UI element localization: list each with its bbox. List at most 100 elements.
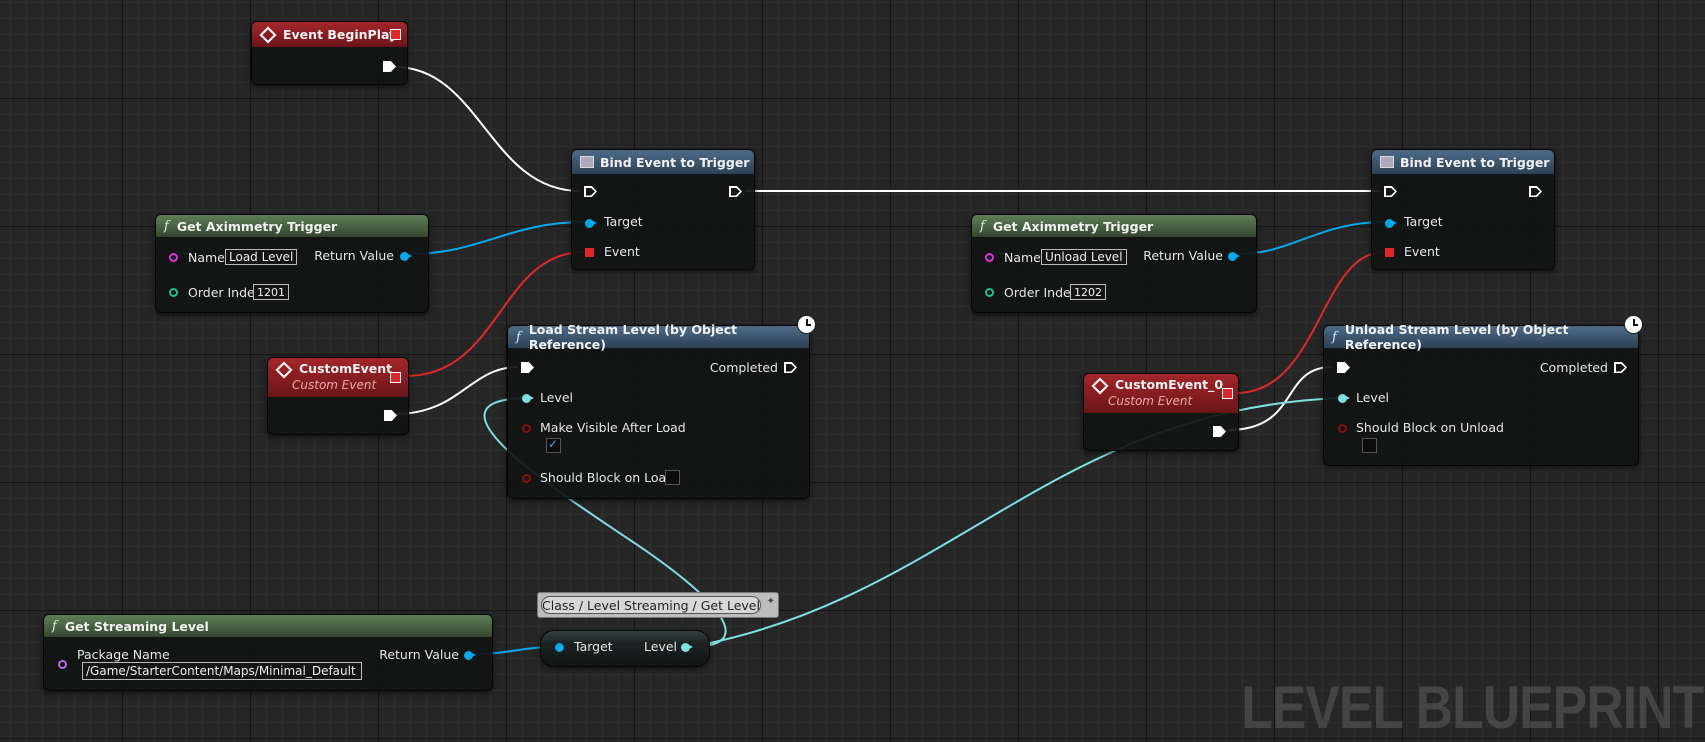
node-header: f Get Aximmetry Trigger (972, 215, 1256, 237)
order-index-pin[interactable] (985, 288, 994, 297)
node-header: Event BeginPlay (252, 22, 407, 47)
get-level-node[interactable]: Target Level (540, 630, 710, 667)
delegate-pin-icon[interactable] (1222, 388, 1233, 399)
order-index-field[interactable]: 1202 (1070, 284, 1106, 300)
target-pin[interactable] (585, 219, 597, 228)
latent-clock-icon (1624, 315, 1643, 334)
exec-wire-beginplay-bind (394, 66, 581, 192)
return-value-pin[interactable] (400, 252, 412, 261)
exec-wire-custom2-unload (1227, 366, 1333, 431)
function-icon: f (52, 618, 57, 634)
exec-out-pin[interactable] (383, 61, 396, 72)
name-label: Name (1004, 250, 1041, 265)
name-pin[interactable] (985, 253, 994, 262)
node-title: Get Streaming Level (64, 618, 209, 634)
event-label: Event (604, 244, 640, 259)
node-header: CustomEvent Custom Event (268, 358, 408, 397)
exec-in-pin[interactable] (1337, 362, 1350, 373)
function-icon: f (516, 329, 521, 345)
level-pin[interactable] (522, 394, 534, 403)
order-index-field[interactable]: 1201 (253, 284, 289, 300)
level-pin[interactable] (1338, 394, 1350, 403)
bind-event-node-1[interactable]: Bind Event to Trigger Target Event (571, 149, 755, 270)
level-label: Level (644, 639, 677, 654)
completed-label: Completed (1539, 360, 1608, 375)
exec-out-pin[interactable] (384, 410, 397, 421)
should-block-checkbox[interactable] (665, 470, 680, 485)
target-pin[interactable] (1385, 219, 1397, 228)
should-block-checkbox[interactable] (1362, 438, 1377, 453)
level-out-pin[interactable] (681, 643, 693, 652)
should-block-pin[interactable] (1338, 424, 1347, 433)
bind-event-icon (1380, 156, 1394, 168)
package-name-pin[interactable] (58, 660, 67, 669)
exec-in-pin[interactable] (521, 362, 534, 373)
exec-wire-custom1-load (394, 366, 519, 415)
completed-exec-pin[interactable] (1614, 362, 1627, 373)
level-label: Level (540, 390, 573, 405)
exec-out-pin[interactable] (1529, 186, 1542, 197)
exec-in-pin[interactable] (1384, 186, 1397, 197)
exec-in-pin[interactable] (584, 186, 597, 197)
object-wire-trigger1-target (409, 221, 585, 255)
order-index-label: Order Index (188, 285, 262, 300)
bind-event-node-2[interactable]: Bind Event to Trigger Target Event (1371, 149, 1555, 270)
exec-out-pin[interactable] (1213, 426, 1226, 437)
name-pin[interactable] (169, 253, 178, 262)
latent-clock-icon (797, 315, 816, 334)
completed-exec-pin[interactable] (784, 362, 797, 373)
node-title: Unload Stream Level (by Object Reference… (1344, 322, 1569, 352)
name-field[interactable]: Unload Level (1041, 249, 1127, 265)
node-header: f Get Aximmetry Trigger (156, 215, 428, 237)
target-pin[interactable] (555, 643, 564, 652)
should-block-pin[interactable] (522, 474, 531, 483)
get-trigger-node-1[interactable]: f Get Aximmetry Trigger Name Load Level … (155, 214, 429, 313)
completed-label: Completed (709, 360, 778, 375)
level-label: Level (1356, 390, 1389, 405)
node-header: f Get Streaming Level (44, 615, 492, 637)
target-label: Target (1404, 214, 1443, 229)
make-visible-pin[interactable] (522, 424, 531, 433)
node-title: Get Aximmetry Trigger (992, 218, 1154, 234)
target-label: Target (574, 639, 613, 654)
name-field[interactable]: Load Level (225, 249, 298, 265)
event-icon (259, 26, 277, 43)
get-streaming-level-node[interactable]: f Get Streaming Level Package Name /Game… (43, 614, 493, 691)
unload-stream-level-node[interactable]: f Unload Stream Level (by Object Referen… (1323, 322, 1639, 466)
node-title: Load Stream Level (by Object Reference) (528, 322, 738, 352)
node-title: Get Aximmetry Trigger (176, 218, 338, 234)
should-block-label: Should Block on Load (540, 470, 675, 485)
node-title: Bind Event to Trigger (1400, 154, 1550, 170)
function-icon: f (980, 218, 985, 234)
event-icon (1091, 377, 1109, 395)
custom-event-node-1[interactable]: CustomEvent Custom Event (267, 357, 409, 435)
return-value-label: Return Value (1143, 248, 1223, 263)
delegate-pin-icon[interactable] (390, 372, 401, 383)
node-header: f Load Stream Level (by Object Reference… (508, 322, 809, 352)
make-visible-checkbox[interactable] (546, 437, 561, 453)
custom-event-node-2[interactable]: CustomEvent_0 Custom Event (1083, 373, 1239, 451)
delegate-pin-icon[interactable] (390, 29, 401, 40)
event-pin[interactable] (1385, 248, 1394, 257)
node-title: Bind Event to Trigger (600, 154, 750, 170)
return-value-pin[interactable] (464, 651, 476, 660)
event-beginplay-node[interactable]: Event BeginPlay (251, 21, 408, 85)
get-trigger-node-2[interactable]: f Get Aximmetry Trigger Name Unload Leve… (971, 214, 1257, 313)
make-visible-label: Make Visible After Load (540, 420, 686, 435)
return-value-pin[interactable] (1228, 252, 1240, 261)
function-icon: f (164, 218, 169, 234)
package-name-field[interactable]: /Game/StarterContent/Maps/Minimal_Defaul… (82, 662, 362, 680)
package-name-label: Package Name (77, 647, 170, 662)
get-level-tooltip: Class / Level Streaming / Get Level ✦ (537, 592, 779, 618)
event-icon (275, 361, 293, 379)
order-index-label: Order Index (1004, 285, 1078, 300)
event-pin[interactable] (585, 248, 594, 257)
name-label: Name (188, 250, 225, 265)
node-subtitle: Custom Event (1108, 394, 1193, 408)
load-stream-level-node[interactable]: f Load Stream Level (by Object Reference… (507, 322, 810, 499)
function-icon: f (1332, 329, 1337, 345)
order-index-pin[interactable] (169, 288, 178, 297)
exec-out-pin[interactable] (729, 186, 742, 197)
node-header: CustomEvent_0 Custom Event (1084, 374, 1238, 413)
pin-icon[interactable]: ✦ (766, 596, 775, 607)
